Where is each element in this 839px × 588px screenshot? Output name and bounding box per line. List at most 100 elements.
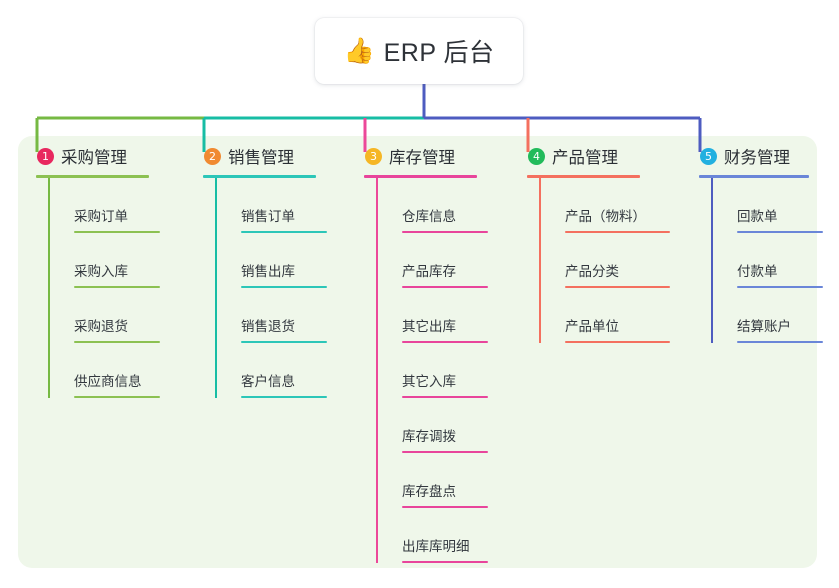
column-badge-3: 3	[365, 147, 382, 165]
leaf-label: 结算账户	[737, 318, 791, 334]
leaf-item[interactable]: 销售出库	[215, 233, 327, 288]
column-3: 3 库存管理仓库信息产品库存其它出库其它入库库存调拨库存盘点出库库明细	[364, 144, 488, 563]
leaf-item[interactable]: 其它出库	[376, 288, 488, 343]
leaf-rule	[737, 286, 823, 288]
column-header-4[interactable]: 4 产品管理	[527, 144, 670, 168]
leaf-rule	[74, 341, 160, 343]
leaf-label: 产品单位	[565, 318, 619, 334]
column-title-2: 销售管理	[228, 149, 294, 167]
column-badge-2: 2	[204, 147, 221, 165]
leaf-item[interactable]: 产品分类	[539, 233, 670, 288]
leaf-label: 客户信息	[241, 373, 295, 389]
column-2: 2 销售管理销售订单销售出库销售退货客户信息	[203, 144, 327, 398]
leaf-list-4: 产品（物料） 产品分类产品单位	[527, 178, 670, 343]
leaf-rule	[402, 506, 488, 508]
leaf-label: 产品分类	[565, 263, 619, 279]
leaf-label: 销售订单	[241, 208, 295, 224]
leaf-list-5: 回款单付款单结算账户	[699, 178, 823, 343]
leaf-rule	[402, 341, 488, 343]
leaf-item[interactable]: 产品单位	[539, 288, 670, 343]
leaf-item[interactable]: 出库库明细	[376, 508, 488, 563]
leaf-spine-1	[48, 178, 50, 398]
leaf-rule	[241, 396, 327, 398]
leaf-rule	[402, 451, 488, 453]
leaf-rule	[737, 341, 823, 343]
leaf-item[interactable]: 库存调拨	[376, 398, 488, 453]
column-header-3[interactable]: 3 库存管理	[364, 144, 488, 168]
leaf-rule	[74, 286, 160, 288]
thumbs-up-icon: 👍	[343, 36, 375, 65]
leaf-rule	[241, 286, 327, 288]
column-badge-1: 1	[37, 147, 54, 165]
leaf-label: 仓库信息	[402, 208, 456, 224]
leaf-item[interactable]: 销售订单	[215, 178, 327, 233]
leaf-label: 其它出库	[402, 318, 456, 334]
leaf-label: 出库库明细	[402, 538, 470, 554]
column-4: 4 产品管理产品（物料） 产品分类产品单位	[527, 144, 670, 343]
leaf-rule	[565, 341, 670, 343]
leaf-label: 付款单	[737, 263, 778, 279]
leaf-rule	[402, 561, 488, 563]
leaf-spine-4	[539, 178, 541, 343]
column-title-4: 产品管理	[552, 149, 618, 167]
column-rule-3	[364, 175, 477, 178]
leaf-item[interactable]: 回款单	[711, 178, 823, 233]
leaf-item[interactable]: 采购订单	[48, 178, 160, 233]
leaf-label: 产品（物料）	[565, 208, 646, 224]
leaf-item[interactable]: 付款单	[711, 233, 823, 288]
leaf-rule	[241, 231, 327, 233]
column-rule-5	[699, 175, 809, 178]
diagram-panel	[18, 136, 817, 568]
leaf-item[interactable]: 结算账户	[711, 288, 823, 343]
column-header-2[interactable]: 2 销售管理	[203, 144, 327, 168]
leaf-label: 库存盘点	[402, 483, 456, 499]
leaf-item[interactable]: 其它入库	[376, 343, 488, 398]
column-title-3: 库存管理	[389, 149, 455, 167]
column-rule-4	[527, 175, 640, 178]
leaf-rule	[737, 231, 823, 233]
leaf-spine-2	[215, 178, 217, 398]
leaf-item[interactable]: 产品库存	[376, 233, 488, 288]
leaf-rule	[402, 396, 488, 398]
leaf-rule	[74, 396, 160, 398]
leaf-item[interactable]: 供应商信息	[48, 343, 160, 398]
column-header-5[interactable]: 5 财务管理	[699, 144, 823, 168]
leaf-item[interactable]: 采购退货	[48, 288, 160, 343]
leaf-label: 采购入库	[74, 263, 128, 279]
leaf-label: 其它入库	[402, 373, 456, 389]
leaf-label: 产品库存	[402, 263, 456, 279]
column-badge-4: 4	[528, 147, 545, 165]
leaf-item[interactable]: 客户信息	[215, 343, 327, 398]
leaf-list-1: 采购订单采购入库采购退货供应商信息	[36, 178, 160, 398]
leaf-rule	[241, 341, 327, 343]
leaf-rule	[402, 286, 488, 288]
leaf-list-2: 销售订单销售出库销售退货客户信息	[203, 178, 327, 398]
root-node[interactable]: 👍 ERP 后台	[315, 18, 523, 84]
leaf-label: 采购订单	[74, 208, 128, 224]
leaf-rule	[565, 286, 670, 288]
leaf-spine-3	[376, 178, 378, 563]
leaf-item[interactable]: 仓库信息	[376, 178, 488, 233]
column-badge-5: 5	[700, 147, 717, 165]
column-rule-2	[203, 175, 316, 178]
leaf-list-3: 仓库信息产品库存其它出库其它入库库存调拨库存盘点出库库明细	[364, 178, 488, 563]
leaf-rule	[74, 231, 160, 233]
leaf-label: 采购退货	[74, 318, 128, 334]
leaf-spine-5	[711, 178, 713, 343]
leaf-label: 库存调拨	[402, 428, 456, 444]
leaf-label: 销售出库	[241, 263, 295, 279]
leaf-item[interactable]: 采购入库	[48, 233, 160, 288]
root-title: ERP 后台	[383, 39, 495, 67]
leaf-label: 销售退货	[241, 318, 295, 334]
column-title-5: 财务管理	[724, 149, 790, 167]
column-rule-1	[36, 175, 149, 178]
column-5: 5 财务管理回款单付款单结算账户	[699, 144, 823, 343]
leaf-rule	[402, 231, 488, 233]
leaf-item[interactable]: 销售退货	[215, 288, 327, 343]
leaf-item[interactable]: 产品（物料）	[539, 178, 670, 233]
leaf-label: 回款单	[737, 208, 778, 224]
leaf-label: 供应商信息	[74, 373, 142, 389]
leaf-item[interactable]: 库存盘点	[376, 453, 488, 508]
